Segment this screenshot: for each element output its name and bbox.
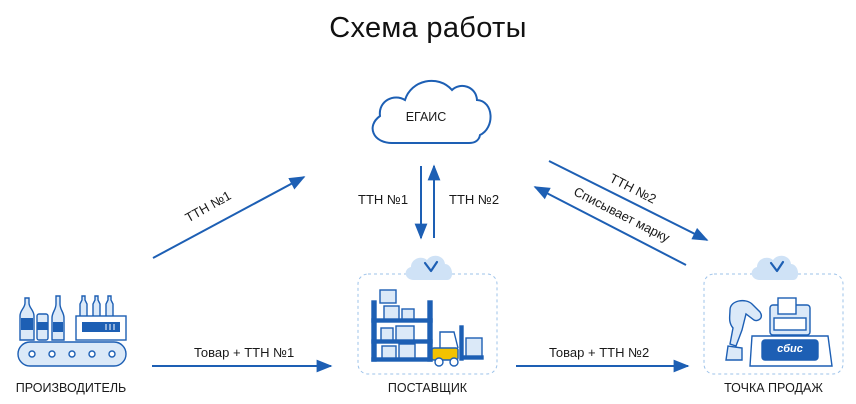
supplier-frame xyxy=(357,273,498,375)
pos-cloud-badge-icon xyxy=(751,255,799,280)
warehouse-forklift-icon xyxy=(371,289,484,367)
scanner-register-icon xyxy=(725,297,833,367)
egais-label: ЕГАИС xyxy=(405,110,447,124)
pos-frame xyxy=(703,273,844,375)
arrow-label-supplier-to-egais: ТТН №2 xyxy=(449,192,500,207)
arrow-pos-to-egais xyxy=(533,186,687,266)
arrow-label-producer-to-supplier: Товар + ТТН №1 xyxy=(194,345,295,360)
register-brand: сбис xyxy=(777,343,803,355)
point-of-sale-label: ТОЧКА ПРОДАЖ xyxy=(724,381,823,395)
producer-label: ПРОИЗВОДИТЕЛЬ xyxy=(15,381,127,395)
page-title: Схема работы xyxy=(329,12,527,44)
arrow-egais-to-pos xyxy=(548,160,709,241)
egais-cloud-icon xyxy=(371,80,492,144)
supplier-label: ПОСТАВЩИК xyxy=(387,381,468,395)
bottles-conveyor-icon xyxy=(17,295,127,367)
supplier-cloud-badge-icon xyxy=(405,255,453,280)
arrow-producer-to-egais xyxy=(152,176,306,259)
arrow-label-supplier-to-pos: Товар + ТТН №2 xyxy=(549,345,650,360)
arrow-label-egais-to-supplier: ТТН №1 xyxy=(358,192,409,207)
